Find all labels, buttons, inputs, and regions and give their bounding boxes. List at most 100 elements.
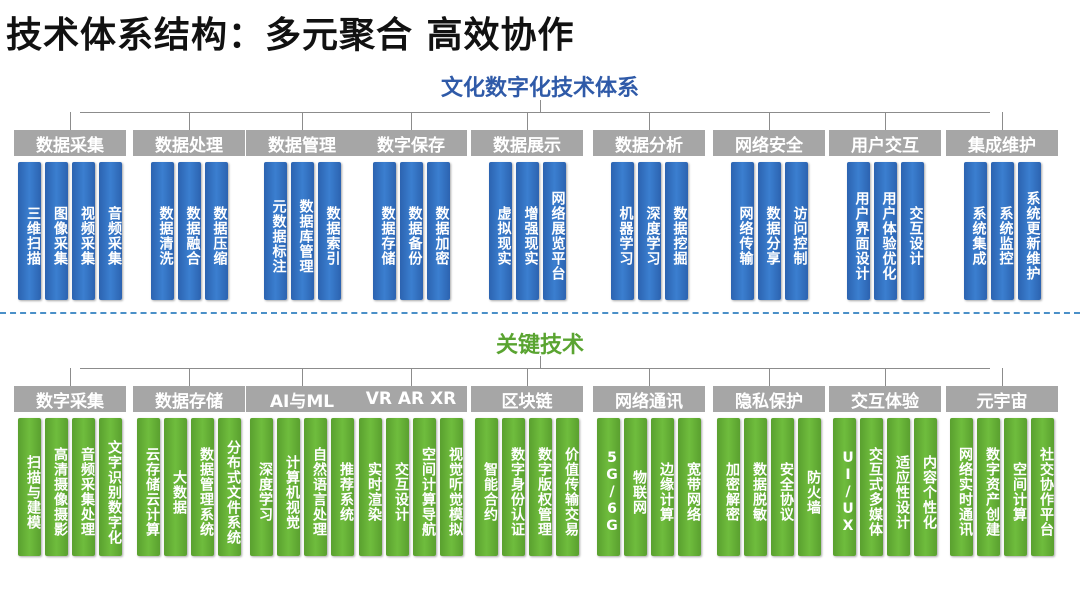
tech-tile: 音频采集处理 bbox=[72, 418, 95, 556]
tree-bar bbox=[80, 112, 990, 113]
tech-tile: 数据压缩 bbox=[204, 162, 228, 300]
category-header: 隐私保护 bbox=[713, 386, 825, 412]
tech-tile: 数字身份认证 bbox=[502, 418, 525, 556]
tech-tile: 内容个性化 bbox=[914, 418, 937, 556]
tree-branch bbox=[885, 368, 886, 386]
tech-tile: 计算机视觉 bbox=[277, 418, 300, 556]
tech-tile: 用户界面设计 bbox=[846, 162, 870, 300]
tech-tile: 文字识别数字化 bbox=[99, 418, 122, 556]
tech-tile: 视觉听觉模拟 bbox=[440, 418, 463, 556]
tech-tile: 数字版权管理 bbox=[529, 418, 552, 556]
tech-tile: 实时渲染 bbox=[359, 418, 382, 556]
tech-tile: 高清摄像摄影 bbox=[45, 418, 68, 556]
tech-tile: 交互设计 bbox=[386, 418, 409, 556]
section1-title: 文化数字化技术体系 bbox=[440, 76, 639, 101]
category-header: 元宇宙 bbox=[946, 386, 1058, 412]
tile-group: 用户界面设计用户体验优化交互设计 bbox=[846, 162, 924, 300]
tile-group: 智能合约数字身份认证数字版权管理价值传输交易 bbox=[475, 418, 579, 556]
tree-branch bbox=[189, 368, 190, 386]
tech-tile: 数据加密 bbox=[426, 162, 450, 300]
tree-branch bbox=[649, 112, 650, 130]
tech-tile: 交互设计 bbox=[900, 162, 924, 300]
tech-tile: 元数据标注 bbox=[263, 162, 287, 300]
category-header: 用户交互 bbox=[829, 130, 941, 156]
tech-tile: 系统更新维护 bbox=[1017, 162, 1041, 300]
tree-branch bbox=[70, 112, 71, 130]
tech-tile: UI/UX bbox=[833, 418, 856, 556]
tree-branch bbox=[70, 368, 71, 386]
tile-group: 三维扫描图像采集视频采集音频采集 bbox=[18, 162, 122, 300]
tree-branch bbox=[302, 368, 303, 386]
category-header: 区块链 bbox=[471, 386, 583, 412]
tile-group: 云存储云计算大数据数据管理系统分布式文件系统 bbox=[137, 418, 241, 556]
category-header: 网络通讯 bbox=[593, 386, 705, 412]
tree-branch bbox=[885, 112, 886, 130]
tech-tile: 数据脱敏 bbox=[744, 418, 767, 556]
tree-branch bbox=[189, 112, 190, 130]
tech-tile: 物联网 bbox=[624, 418, 647, 556]
tech-tile: 用户体验优化 bbox=[873, 162, 897, 300]
tech-tile: 数据融合 bbox=[177, 162, 201, 300]
tech-tile: 扫描与建模 bbox=[18, 418, 41, 556]
tree-stem bbox=[540, 100, 541, 112]
category-header: 数据管理 bbox=[246, 130, 358, 156]
tile-group: 系统集成系统监控系统更新维护 bbox=[963, 162, 1041, 300]
tech-tile: 数据挖掘 bbox=[664, 162, 688, 300]
tech-tile: 自然语言处理 bbox=[304, 418, 327, 556]
tech-tile: 系统集成 bbox=[963, 162, 987, 300]
section1-tree-connector bbox=[0, 100, 1080, 130]
tech-tile: 适应性设计 bbox=[887, 418, 910, 556]
tree-branch bbox=[1002, 368, 1003, 386]
tech-tile: 空间计算导航 bbox=[413, 418, 436, 556]
category-header: 数字保存 bbox=[355, 130, 467, 156]
tech-tile: 5G/6G bbox=[597, 418, 620, 556]
tech-tile: 数据分享 bbox=[757, 162, 781, 300]
category-header: 交互体验 bbox=[829, 386, 941, 412]
tile-group: 扫描与建模高清摄像摄影音频采集处理文字识别数字化 bbox=[18, 418, 122, 556]
tile-group: 实时渲染交互设计空间计算导航视觉听觉模拟 bbox=[359, 418, 463, 556]
tech-tile: 虚拟现实 bbox=[488, 162, 512, 300]
tech-tile: 大数据 bbox=[164, 418, 187, 556]
category-header: AI与ML bbox=[246, 386, 358, 412]
category-header: 数据处理 bbox=[133, 130, 245, 156]
tech-tile: 云存储云计算 bbox=[137, 418, 160, 556]
tech-tile: 智能合约 bbox=[475, 418, 498, 556]
tile-group: 数据存储数据备份数据加密 bbox=[372, 162, 450, 300]
tech-tile: 宽带网络 bbox=[678, 418, 701, 556]
tech-tile: 数据索引 bbox=[317, 162, 341, 300]
tree-branch bbox=[411, 368, 412, 386]
page-title: 技术体系结构：多元聚合 高效协作 bbox=[6, 15, 575, 56]
tech-tile: 数据库管理 bbox=[290, 162, 314, 300]
tech-tile: 分布式文件系统 bbox=[218, 418, 241, 556]
tech-tile: 价值传输交易 bbox=[556, 418, 579, 556]
tech-tile: 数据管理系统 bbox=[191, 418, 214, 556]
category-header: 网络安全 bbox=[713, 130, 825, 156]
tech-tile: 推荐系统 bbox=[331, 418, 354, 556]
tech-tile: 数字资产创建 bbox=[977, 418, 1000, 556]
tech-tile: 边缘计算 bbox=[651, 418, 674, 556]
tech-tile: 图像采集 bbox=[45, 162, 68, 300]
tree-stem bbox=[540, 356, 541, 368]
tech-tile: 交互式多媒体 bbox=[860, 418, 883, 556]
tile-group: 虚拟现实增强现实网络展览平台 bbox=[488, 162, 566, 300]
tech-tile: 网络实时通讯 bbox=[950, 418, 973, 556]
tech-tile: 安全协议 bbox=[771, 418, 794, 556]
section2-tree-connector bbox=[0, 356, 1080, 386]
section2-title: 关键技术 bbox=[495, 333, 584, 358]
category-header: 集成维护 bbox=[946, 130, 1058, 156]
category-header: 数据存储 bbox=[133, 386, 245, 412]
tech-tile: 深度学习 bbox=[250, 418, 273, 556]
tech-tile: 机器学习 bbox=[610, 162, 634, 300]
category-header: 数据采集 bbox=[14, 130, 126, 156]
dashed-divider bbox=[0, 312, 1080, 314]
category-header: 数据展示 bbox=[471, 130, 583, 156]
category-header: 数字采集 bbox=[14, 386, 126, 412]
tech-tile: 防火墙 bbox=[798, 418, 821, 556]
tech-tile: 访问控制 bbox=[784, 162, 808, 300]
tech-tile: 网络展览平台 bbox=[542, 162, 566, 300]
tree-branch bbox=[769, 112, 770, 130]
tree-branch bbox=[769, 368, 770, 386]
tree-branch bbox=[527, 112, 528, 130]
